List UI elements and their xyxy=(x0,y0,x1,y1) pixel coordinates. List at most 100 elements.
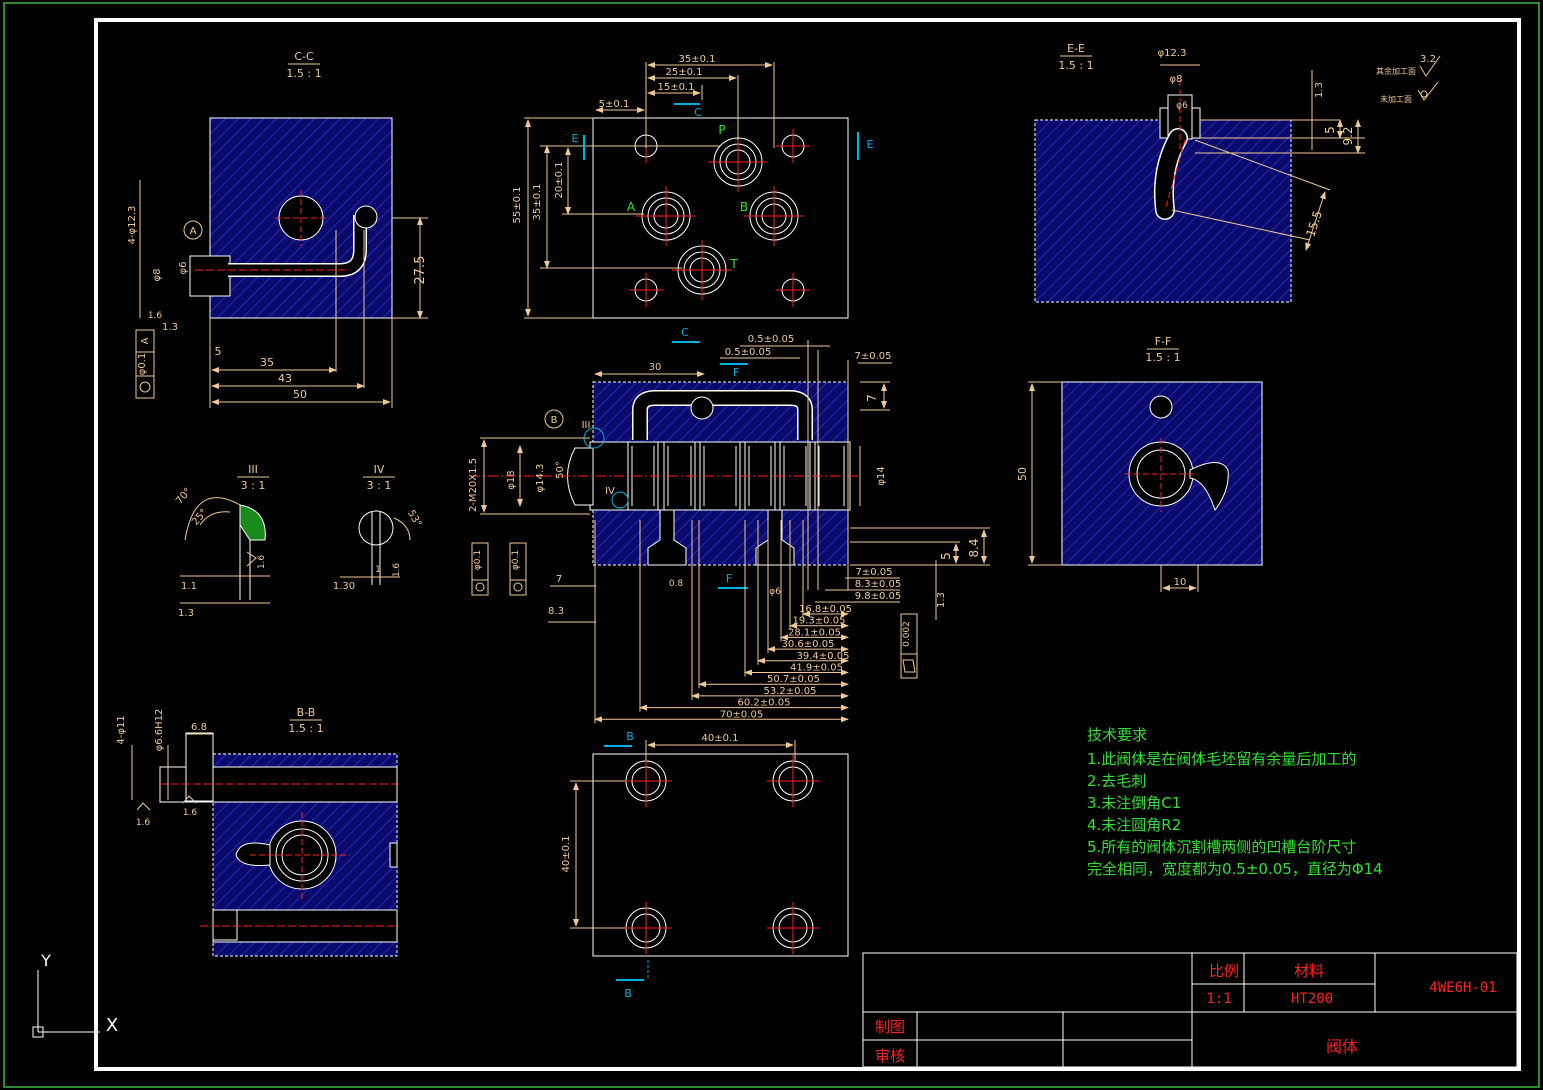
tech-line: 完全相同，宽度都为0.5±0.05，直径为Φ14 xyxy=(1087,860,1383,878)
svg-text:1.6: 1.6 xyxy=(257,555,267,570)
cc-gdt-frame xyxy=(135,329,155,399)
svg-text:53°: 53° xyxy=(405,508,423,529)
counterbore-hole xyxy=(620,755,672,807)
svg-text:10: 10 xyxy=(1174,577,1187,588)
port-hole-p xyxy=(708,132,768,192)
section-view-bb: B-B 1.5 : 1 4-φ11 φ6.6H12 6.8 1.6 1.6 xyxy=(116,706,398,957)
mount-hole xyxy=(629,273,663,307)
svg-text:7±0.05: 7±0.05 xyxy=(855,567,892,578)
port-a: A xyxy=(627,200,636,214)
chain-dim-label: 53.2±0.05 xyxy=(764,686,817,697)
ucs-y: Y xyxy=(40,951,51,970)
mount-hole xyxy=(776,129,810,163)
svg-text:1: 1 xyxy=(375,565,381,575)
svg-text:7±0.05: 7±0.05 xyxy=(854,351,891,362)
port-b: B xyxy=(740,200,748,214)
svg-text:5±0.1: 5±0.1 xyxy=(599,99,630,110)
cc-dim-27-5: 27.5 xyxy=(413,256,428,285)
svg-text:III: III xyxy=(582,420,591,431)
svg-text:0.5±0.05: 0.5±0.05 xyxy=(725,347,772,358)
tb-drawn: 制图 xyxy=(875,1018,905,1036)
svg-text:9.2: 9.2 xyxy=(1341,126,1355,145)
svg-text:20±0.1: 20±0.1 xyxy=(554,161,565,198)
bottom-view: 40±0.1 40±0.1 B B xyxy=(561,730,849,1000)
svg-text:B-B: B-B xyxy=(297,706,316,719)
svg-text:0.5±0.05: 0.5±0.05 xyxy=(748,334,795,345)
port-hole-t xyxy=(672,240,732,300)
chain-dim-label: 70±0.05 xyxy=(720,709,763,720)
title-block: 比例 材料 1:1 HT200 4WE6H-01 制图 审核 阀体 xyxy=(862,952,1518,1068)
counterbore-hole xyxy=(767,902,819,954)
svg-text:1.3: 1.3 xyxy=(936,592,947,608)
counterbore-hole xyxy=(620,902,672,954)
ucs-x: X xyxy=(106,1015,118,1036)
svg-text:1.6: 1.6 xyxy=(183,808,198,818)
tb-scale-label: 比例 xyxy=(1209,962,1239,980)
svg-text:1.5 : 1: 1.5 : 1 xyxy=(1058,59,1093,72)
section-e-right: E xyxy=(867,138,874,151)
svg-text:F-F: F-F xyxy=(1155,335,1172,348)
svg-text:8.3±0.05: 8.3±0.05 xyxy=(855,579,902,590)
section-e-left: E xyxy=(572,132,579,145)
svg-text:φ6: φ6 xyxy=(1176,101,1188,111)
svg-text:3 : 1: 3 : 1 xyxy=(241,479,266,492)
svg-text:φ8: φ8 xyxy=(152,269,163,282)
svg-text:φ14.3: φ14.3 xyxy=(535,464,546,493)
tb-drawing-no: 4WE6H-01 xyxy=(1429,980,1496,996)
cc-dim-43: 43 xyxy=(278,372,292,385)
svg-text:3 : 1: 3 : 1 xyxy=(367,479,392,492)
svg-text:E-E: E-E xyxy=(1067,42,1085,55)
svg-text:55±0.1: 55±0.1 xyxy=(512,186,523,223)
chain-dim-label: 19.3±0.05 xyxy=(793,616,846,627)
svg-text:φ0.1: φ0.1 xyxy=(511,550,521,570)
port-hole-a xyxy=(636,186,696,246)
svg-text:IV: IV xyxy=(374,463,385,476)
svg-text:φ6: φ6 xyxy=(769,587,781,597)
svg-text:0.8: 0.8 xyxy=(669,579,684,589)
svg-text:φ6: φ6 xyxy=(178,262,189,275)
cc-dim-35: 35 xyxy=(260,356,274,369)
port-p: P xyxy=(718,123,725,137)
svg-text:3.2: 3.2 xyxy=(1420,54,1436,65)
svg-text:35±0.1: 35±0.1 xyxy=(532,183,543,220)
svg-text:1.1: 1.1 xyxy=(181,581,197,592)
svg-text:6.8: 6.8 xyxy=(191,722,207,733)
svg-text:1.6: 1.6 xyxy=(148,311,163,321)
counterbore-hole xyxy=(767,755,819,807)
svg-text:IV: IV xyxy=(605,486,615,497)
svg-text:35±0.1: 35±0.1 xyxy=(678,54,715,65)
svg-text:1.30: 1.30 xyxy=(333,581,355,592)
section-b-bottom: B xyxy=(624,987,632,1000)
port-hole-b xyxy=(744,186,804,246)
front-flatness-frame xyxy=(900,613,918,679)
svg-text:5: 5 xyxy=(1323,126,1337,134)
technical-requirements: 技术要求 1.此阀体是在阀体毛坯留有余量后加工的2.去毛刺3.未注倒角C14.未… xyxy=(1087,726,1383,878)
svg-text:1.5 : 1: 1.5 : 1 xyxy=(288,722,323,735)
svg-text:15.5: 15.5 xyxy=(1303,209,1325,239)
cc-hole-dim: 4-φ12.3 xyxy=(127,206,138,245)
svg-text:φ8: φ8 xyxy=(1170,74,1183,85)
svg-text:φ0.1: φ0.1 xyxy=(473,550,483,570)
svg-text:其余加工面: 其余加工面 xyxy=(1376,66,1416,76)
svg-text:未加工面: 未加工面 xyxy=(1380,94,1412,104)
svg-text:70°: 70° xyxy=(174,486,194,507)
detail-view-iii: III 3 : 1 70° 25° 1.1 1.3 1.6 xyxy=(174,463,270,619)
chain-dim-label: 39.4±0.05 xyxy=(797,651,850,662)
svg-text:0.002: 0.002 xyxy=(902,621,912,647)
tech-line: 3.未注倒角C1 xyxy=(1087,794,1181,812)
section-c-top: C xyxy=(694,106,702,119)
svg-text:4-φ11: 4-φ11 xyxy=(116,715,127,744)
detail-view-iv: IV 3 : 1 53° 1 1.30 1.6 xyxy=(333,463,423,592)
cc-dim-50: 50 xyxy=(293,388,307,401)
cc-scale: 1.5 : 1 xyxy=(286,67,321,80)
chain-dim-label: 41.9±0.05 xyxy=(790,663,843,674)
svg-text:40±0.1: 40±0.1 xyxy=(701,733,738,744)
svg-text:φ0.1: φ0.1 xyxy=(137,353,148,376)
svg-text:φ18: φ18 xyxy=(506,470,517,489)
svg-text:1.5 : 1: 1.5 : 1 xyxy=(1145,351,1180,364)
front-datum-b xyxy=(544,409,564,429)
chain-dim-label: 60.2±0.05 xyxy=(738,698,791,709)
drawing-border xyxy=(94,18,1521,1071)
tb-scale-value: 1:1 xyxy=(1206,991,1231,1007)
